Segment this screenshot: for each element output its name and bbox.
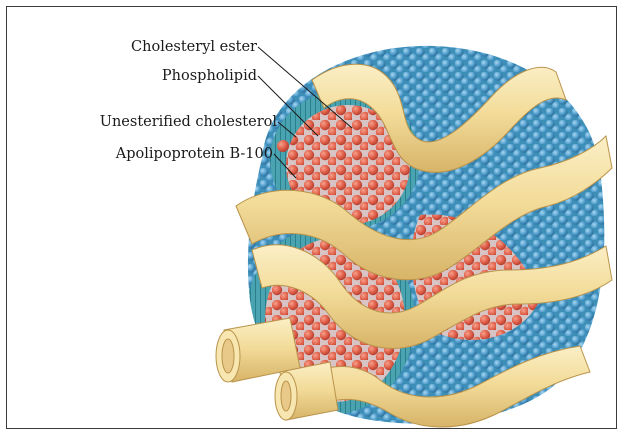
unesterified-cholesterol-marker [277, 140, 289, 152]
label-cholesteryl-ester: Cholesteryl ester [131, 38, 257, 56]
label-phospholipid: Phospholipid [162, 67, 257, 85]
label-apolipoprotein: Apolipoprotein B-100 [116, 145, 273, 163]
label-unesterified-cholesterol: Unesterified cholesterol [100, 113, 277, 131]
